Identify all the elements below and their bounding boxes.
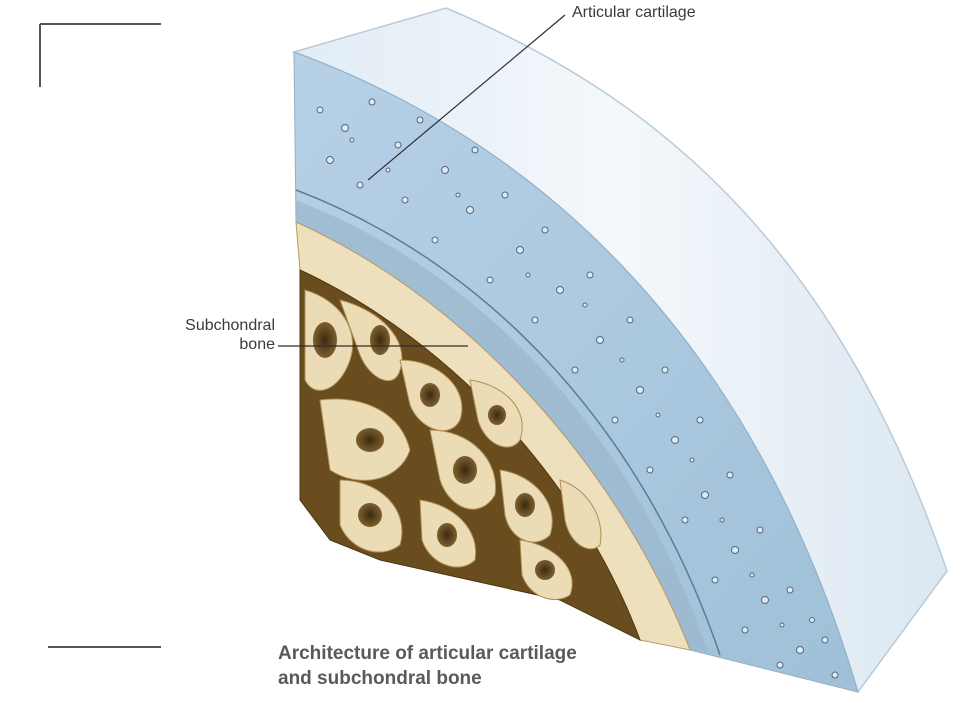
caption-line2: and subchondral bone [278, 668, 482, 689]
subchondral-bone-label: Subchondral bone [165, 316, 275, 354]
figure-caption: Architecture of articular cartilage and … [278, 641, 577, 691]
caption-line1: Architecture of articular cartilage [278, 643, 577, 664]
chondrocytes [316, 98, 839, 679]
articular-cartilage-label: Articular cartilage [572, 4, 696, 21]
subchondral-label-line2: bone [239, 336, 275, 353]
tidemark-line [295, 189, 721, 656]
corner-marks [39, 23, 161, 648]
subchondral-label-line1: Subchondral [185, 317, 275, 334]
marrow-cavities [313, 322, 555, 580]
articular-cartilage-leader [367, 14, 566, 181]
